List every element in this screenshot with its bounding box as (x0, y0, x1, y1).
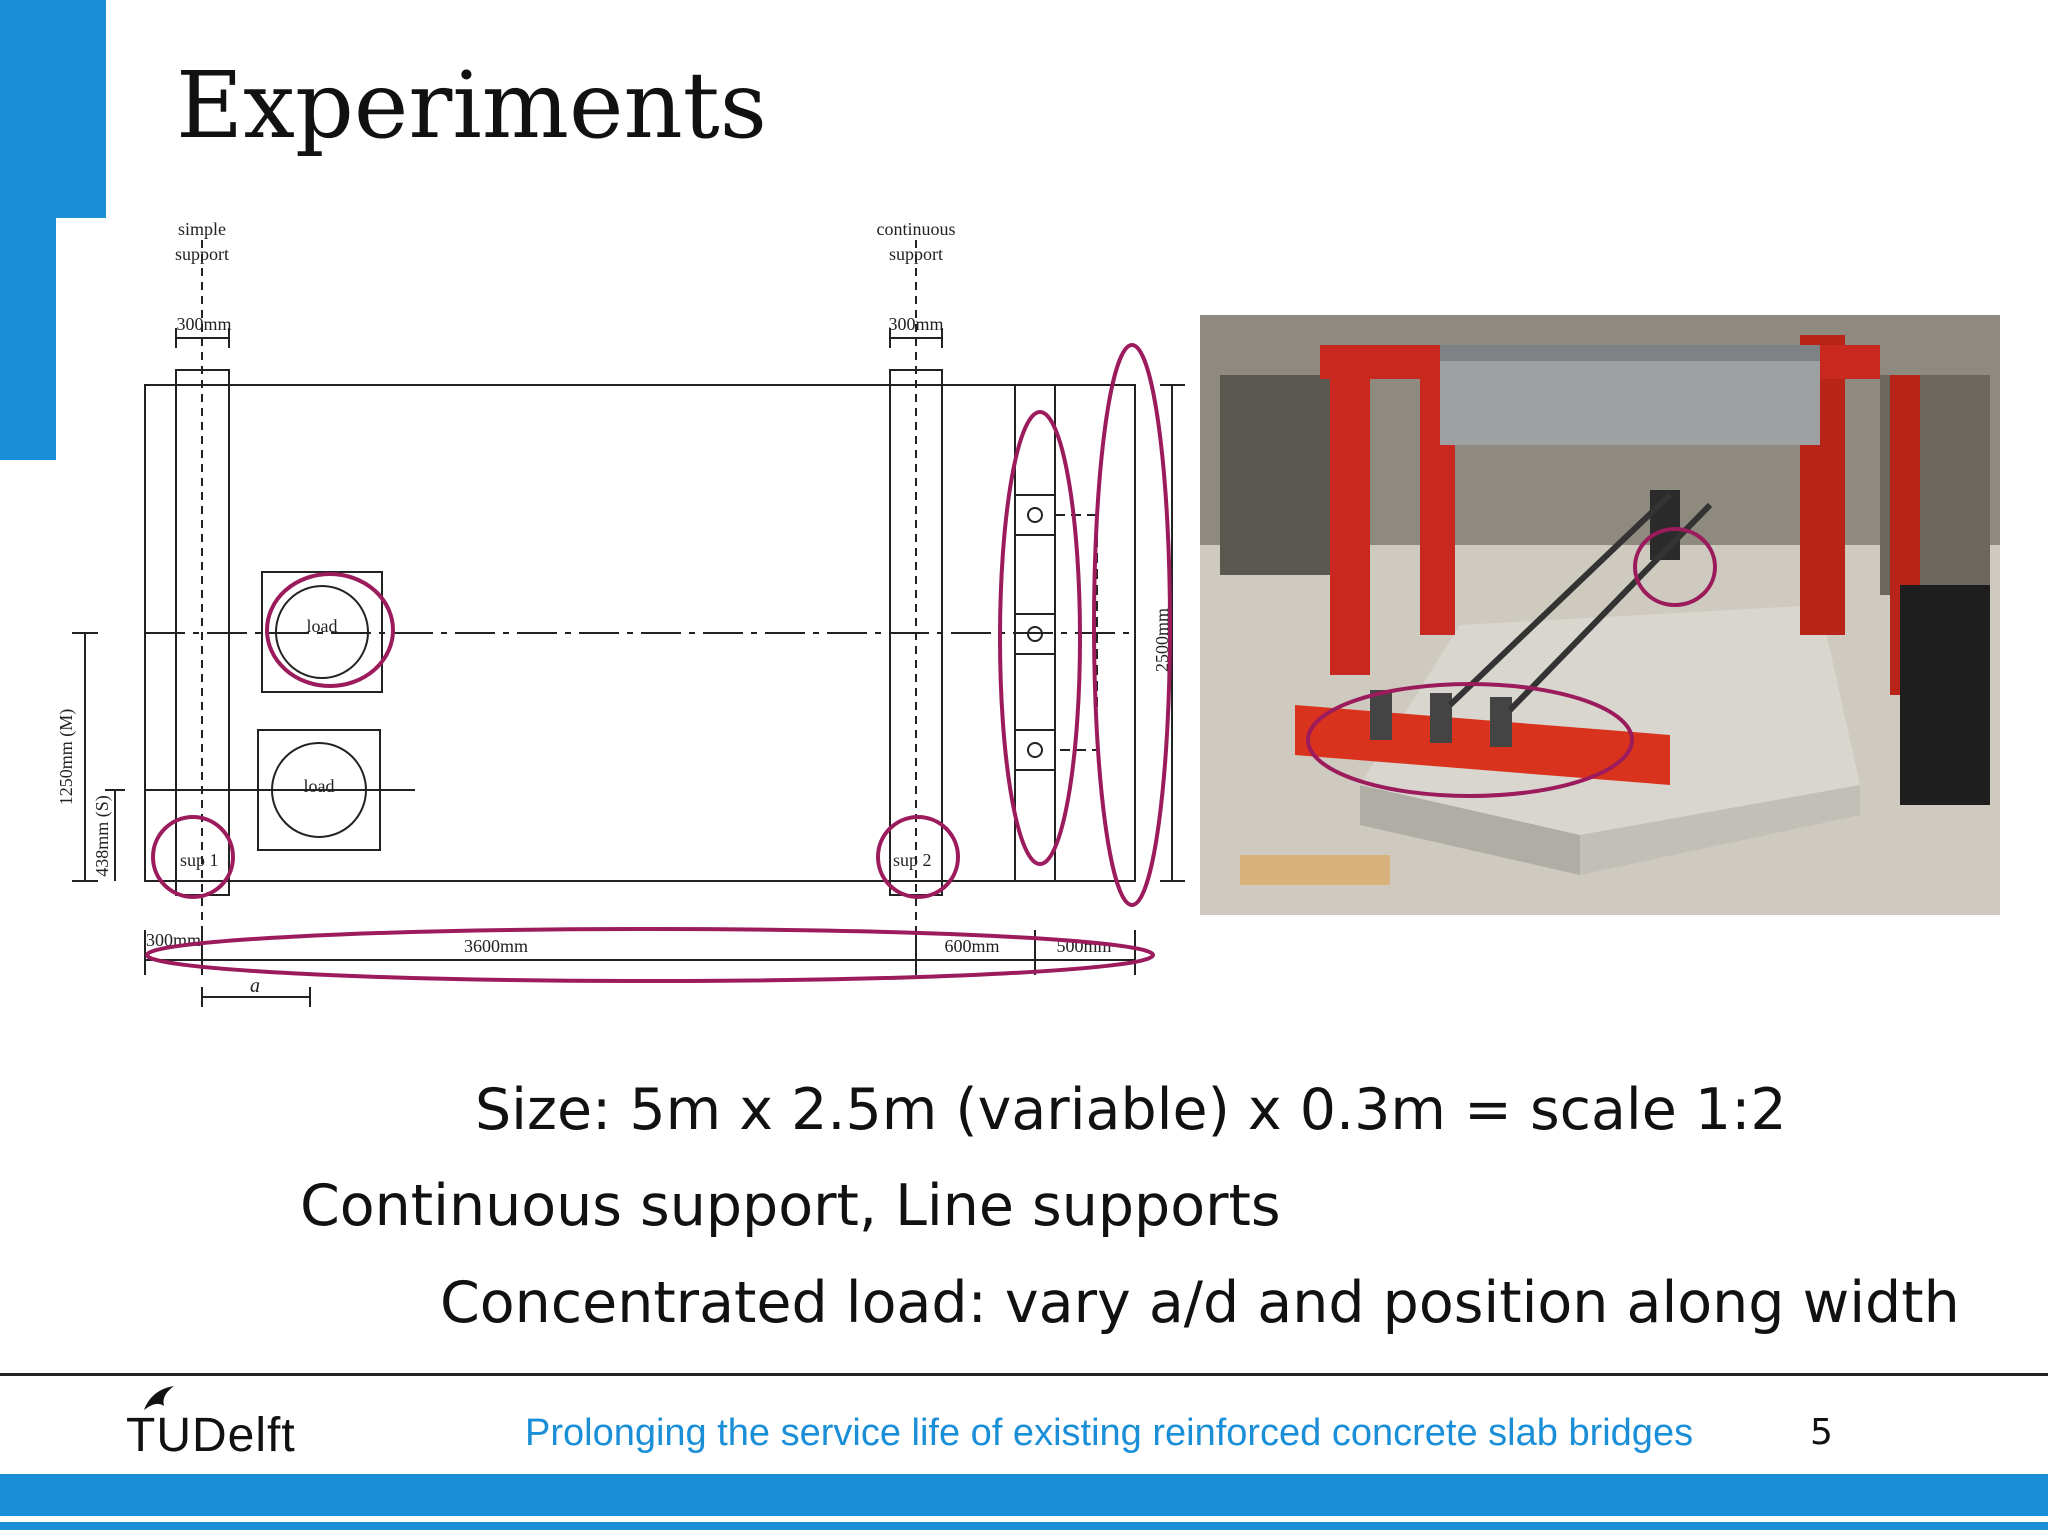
dim-1250: 1250mm (M) (56, 709, 77, 806)
dim-a: a (250, 975, 260, 997)
highlight-sup-1 (151, 815, 235, 899)
highlight-support-beam (1306, 682, 1634, 798)
slab-plan-drawing: simple support continuous support 300mm … (56, 219, 1185, 1007)
footer-divider (0, 1373, 2048, 1376)
dim-2500: 2500mm (1152, 608, 1172, 672)
test-setup-photo (1200, 315, 2000, 915)
highlight-line-supports (998, 410, 1082, 866)
dim-300-left: 300mm (176, 314, 231, 334)
load-label-1: load (307, 616, 338, 636)
bullet-supports: Continuous support, Line supports (300, 1173, 1281, 1239)
sup-2-label: sup 2 (893, 850, 932, 870)
load-label-2: load (304, 776, 335, 796)
footer-tagline: Prolonging the service life of existing … (525, 1412, 1694, 1454)
sup-1-label: sup 1 (180, 850, 219, 870)
logo-text: TUDelft (126, 1409, 296, 1462)
highlight-load (265, 572, 395, 688)
label-continuous-support: support (889, 244, 943, 264)
dim-3600: 3600mm (464, 936, 528, 956)
bullet-load: Concentrated load: vary a/d and position… (440, 1270, 1960, 1336)
tudelft-logo: TUDelft (126, 1382, 346, 1462)
dim-300-right: 300mm (888, 314, 943, 334)
dim-600: 600mm (944, 936, 999, 956)
label-simple: simple (178, 219, 226, 239)
label-simple-support: support (175, 244, 229, 264)
bullet-size: Size: 5m x 2.5m (variable) x 0.3m = scal… (475, 1077, 1787, 1143)
highlight-bottom-dims (145, 927, 1155, 983)
accent-bar-top (0, 0, 106, 218)
highlight-sup-2 (876, 815, 960, 899)
slide-title: Experiments (176, 52, 767, 159)
dim-438: 438mm (S) (92, 795, 113, 877)
flame-icon (144, 1386, 174, 1410)
highlight-actuator (1633, 527, 1717, 607)
highlight-width (1092, 343, 1172, 907)
accent-bar-side (0, 218, 56, 460)
footer-bar (0, 1474, 2048, 1516)
footer-bar-thin (0, 1522, 2048, 1530)
label-continuous: continuous (877, 219, 956, 239)
page-number: 5 (1810, 1412, 1833, 1453)
